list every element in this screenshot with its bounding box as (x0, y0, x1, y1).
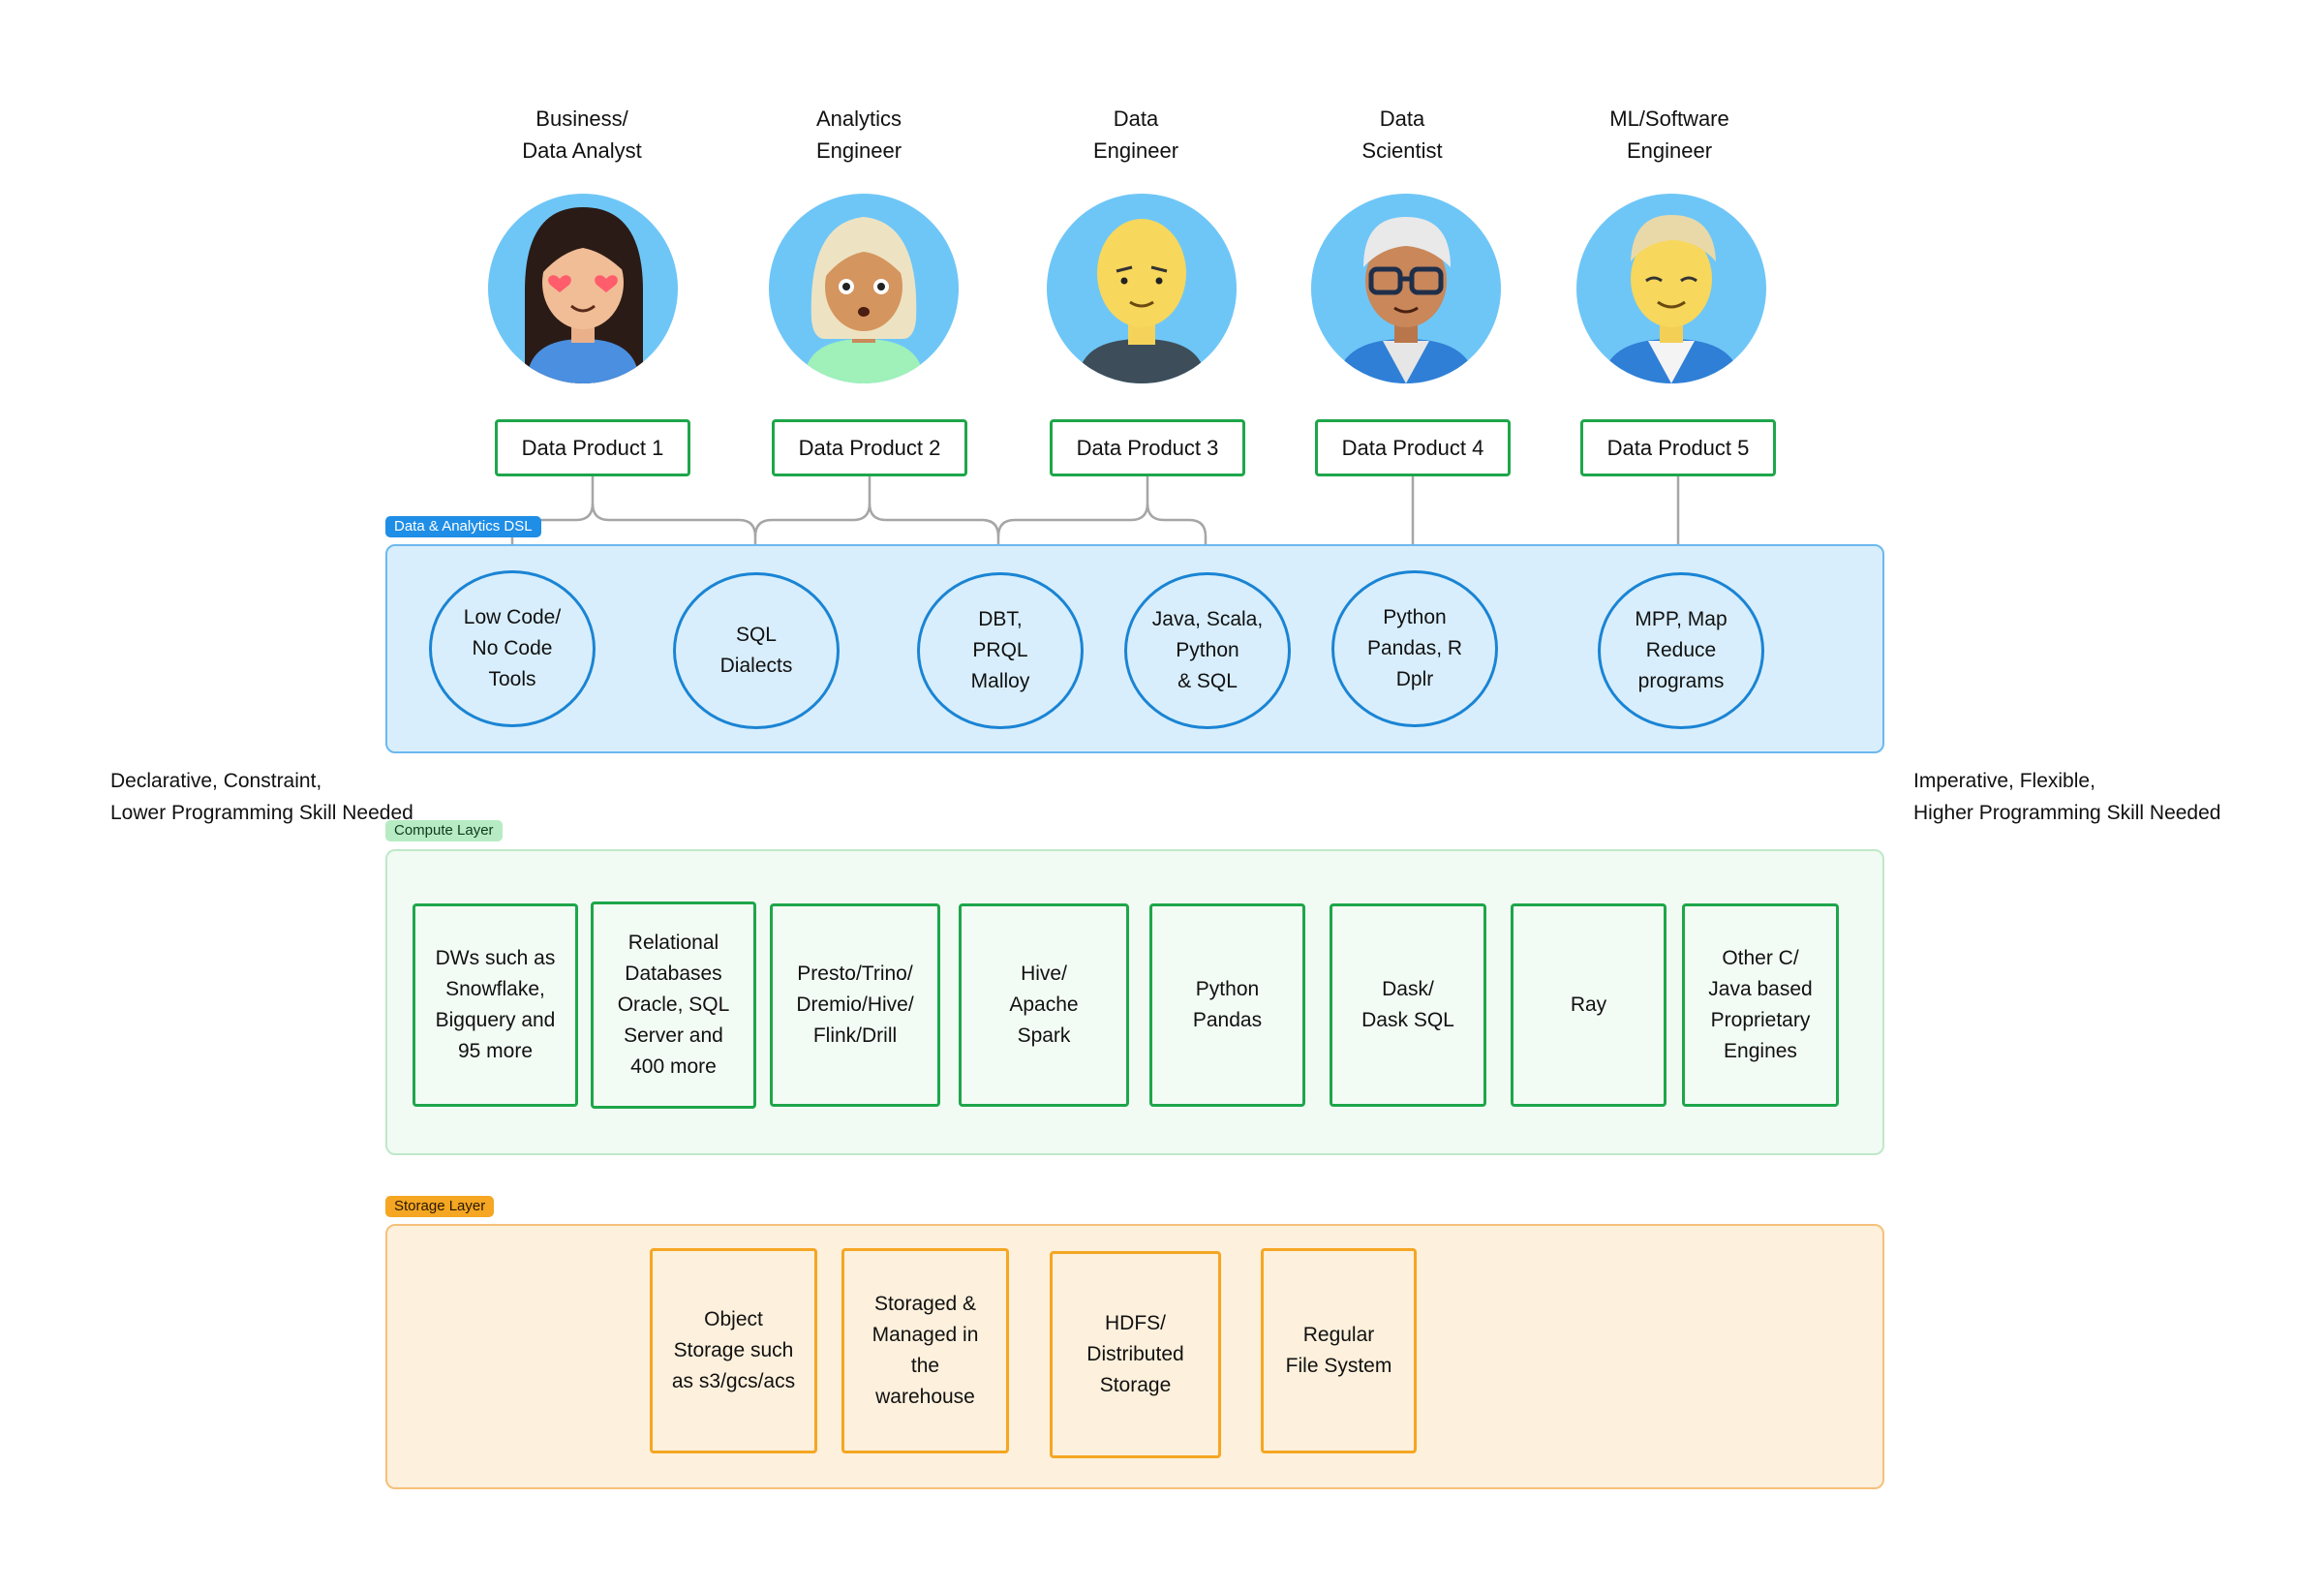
persona-label-data-engineer: Data Engineer (1092, 107, 1179, 163)
dsl-node-dbt-prql-malloy: DBT, PRQL Malloy (917, 572, 1084, 729)
data-product-1: Data Product 1 (495, 419, 690, 476)
storage-hdfs: HDFS/ Distributed Storage (1050, 1251, 1221, 1458)
dsl-layer-tag: Data & Analytics DSL (385, 516, 541, 537)
persona-label-ml-software-engineer: ML/Software Engineer (1609, 107, 1729, 163)
storage-object-storage: Object Storage such as s3/gcs/acs (650, 1248, 817, 1453)
dsl-node-python-pandas-r: Python Pandas, R Dplr (1331, 570, 1498, 727)
persona-label-business-analyst: Business/ Data Analyst (522, 107, 642, 163)
connector-line (753, 474, 872, 537)
storage-warehouse-managed: Storaged & Managed in the warehouse (841, 1248, 1009, 1453)
dsl-node-mpp-mapreduce: MPP, Map Reduce programs (1598, 572, 1764, 729)
data-product-3: Data Product 3 (1050, 419, 1245, 476)
right-skill-note: Imperative, Flexible, Higher Programming… (1913, 770, 2221, 824)
ml-software-engineer-avatar-icon (1576, 194, 1766, 383)
dsl-node-low-code: Low Code/ No Code Tools (429, 570, 596, 727)
engine-other-proprietary: Other C/ Java based Proprietary Engines (1682, 903, 1839, 1107)
connector-line (591, 503, 757, 568)
storage-regular-filesystem: Regular File System (1261, 1248, 1417, 1453)
connector-line (996, 474, 1149, 537)
data-scientist-avatar-icon (1311, 194, 1501, 383)
engine-dws-snowflake: DWs such as Snowflake, Bigquery and 95 m… (413, 903, 578, 1107)
data-engineer-avatar-icon (1047, 194, 1237, 383)
connector-line (868, 503, 1000, 568)
connector-line (1146, 503, 1208, 568)
persona-label-data-scientist: Data Scientist (1361, 107, 1443, 163)
storage-layer-tag: Storage Layer (385, 1196, 495, 1217)
engine-ray: Ray (1511, 903, 1667, 1107)
data-product-5: Data Product 5 (1580, 419, 1776, 476)
engine-relational-databases: Relational Databases Oracle, SQL Server … (591, 901, 756, 1109)
dsl-node-sql-dialects: SQL Dialects (673, 572, 840, 729)
engine-dask: Dask/ Dask SQL (1330, 903, 1486, 1107)
data-product-2: Data Product 2 (772, 419, 967, 476)
engine-hive-spark: Hive/ Apache Spark (959, 903, 1129, 1107)
business-analyst-avatar-icon (488, 194, 678, 383)
compute-layer-tag: Compute Layer (385, 820, 503, 841)
engine-presto-trino: Presto/Trino/ Dremio/Hive/ Flink/Drill (770, 903, 940, 1107)
analytics-engineer-avatar-icon (769, 194, 959, 383)
persona-label-analytics-engineer: Analytics Engineer (815, 107, 902, 163)
dsl-node-java-scala-python-sql: Java, Scala, Python & SQL (1124, 572, 1291, 729)
left-skill-note: Declarative, Constraint, Lower Programmi… (110, 770, 413, 824)
engine-python-pandas: Python Pandas (1149, 903, 1305, 1107)
data-product-4: Data Product 4 (1315, 419, 1511, 476)
